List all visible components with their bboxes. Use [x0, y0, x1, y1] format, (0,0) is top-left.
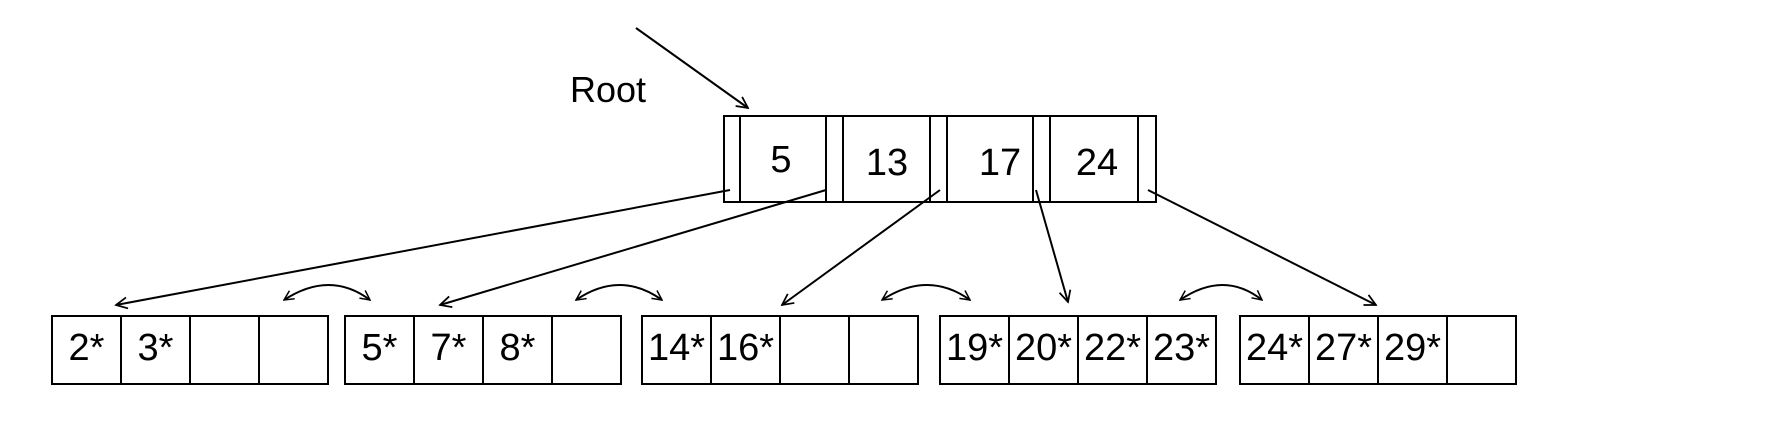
leaf-cell	[258, 315, 329, 385]
leaf-cell	[551, 315, 622, 385]
leaf-cell	[848, 315, 919, 385]
leaf-entry: 16*	[717, 327, 774, 369]
leaf-cell	[641, 315, 712, 385]
child-pointers	[116, 189, 1376, 306]
child-pointer-arrow	[1035, 189, 1068, 302]
leaf-node: 5* 7* 8*	[344, 315, 622, 385]
leaf-nodes: 2* 3* 5* 7* 8* 14* 16* 19* 20* 22* 23* 24* 27* 29*	[51, 315, 1517, 385]
leaf-cell	[939, 315, 1010, 385]
child-pointer-arrow	[782, 189, 941, 305]
root-label: Root	[570, 69, 646, 110]
leaf-node: 24* 27* 29*	[1239, 315, 1517, 385]
leaf-cell	[189, 315, 260, 385]
leaf-cell	[1239, 315, 1310, 385]
sibling-link-arrow	[1180, 284, 1262, 300]
child-pointer-arrow	[116, 189, 731, 305]
leaf-cell	[1008, 315, 1079, 385]
leaf-entry: 27*	[1315, 327, 1372, 369]
leaf-cell	[1308, 315, 1379, 385]
leaf-cell	[710, 315, 781, 385]
leaf-entry: 29*	[1384, 327, 1441, 369]
root-node: 5 13 17 24	[723, 115, 1157, 203]
sibling-links	[284, 284, 1262, 300]
root-node-frame	[723, 115, 1157, 203]
leaf-cell	[779, 315, 850, 385]
leaf-entry: 23*	[1153, 327, 1210, 369]
leaf-entry: 24*	[1246, 327, 1303, 369]
leaf-entry: 14*	[648, 327, 705, 369]
leaf-cell	[1146, 315, 1217, 385]
sibling-link-arrow	[284, 284, 370, 300]
leaf-entry: 22*	[1084, 327, 1141, 369]
child-pointer-arrow	[440, 189, 827, 305]
root-key: 5	[770, 139, 791, 181]
leaf-cell	[1077, 315, 1148, 385]
sibling-link-arrow	[576, 284, 662, 300]
child-pointer-arrow	[1147, 189, 1376, 306]
leaf-cell	[51, 315, 122, 385]
leaf-cell	[1446, 315, 1517, 385]
root-key: 24	[1076, 142, 1118, 184]
leaf-cell	[1377, 315, 1448, 385]
leaf-node: 19* 20* 22* 23*	[939, 315, 1217, 385]
leaf-entry: 2*	[69, 327, 105, 369]
leaf-entry: 20*	[1015, 327, 1072, 369]
leaf-node: 2* 3*	[51, 315, 329, 385]
leaf-entry: 7*	[431, 327, 467, 369]
leaf-entry: 5*	[362, 327, 398, 369]
leaf-node: 14* 16*	[641, 315, 919, 385]
leaf-entry: 19*	[946, 327, 1003, 369]
leaf-cell	[120, 315, 191, 385]
root-key: 17	[979, 142, 1021, 184]
leaf-entry: 3*	[138, 327, 174, 369]
sibling-link-arrow	[882, 284, 970, 300]
leaf-cell	[413, 315, 484, 385]
root-pointer-arrow	[635, 27, 748, 108]
leaf-cell	[482, 315, 553, 385]
leaf-cell	[344, 315, 415, 385]
root-key: 13	[866, 142, 908, 184]
leaf-entry: 8*	[500, 327, 536, 369]
